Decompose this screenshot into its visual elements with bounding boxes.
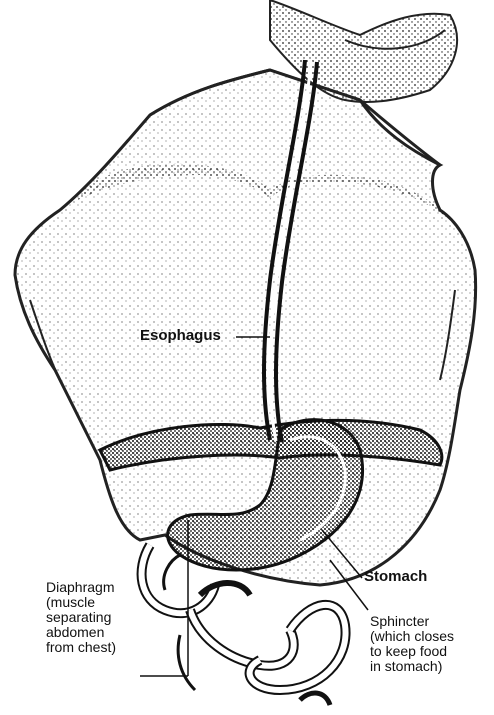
sphincter-label-line-1: Sphincter xyxy=(370,614,454,629)
diaphragm-label-line-2: (muscle xyxy=(46,595,116,610)
diaphragm-label-line-1: Diaphragm xyxy=(46,580,116,595)
diaphragm-label-line-4: abdomen xyxy=(46,625,116,640)
esophagus-label: Esophagus xyxy=(140,328,221,344)
sphincter-label-line-2: (which closes xyxy=(370,629,454,644)
stomach-label: Stomach xyxy=(364,569,427,585)
diaphragm-label: Diaphragm (muscle separating abdomen fro… xyxy=(46,580,116,656)
diaphragm-label-line-5: from chest) xyxy=(46,640,116,655)
sphincter-label-line-3: to keep food xyxy=(370,644,454,659)
torso-drawing xyxy=(15,70,476,585)
diaphragm-label-line-3: separating xyxy=(46,610,116,625)
sphincter-label: Sphincter (which closes to keep food in … xyxy=(370,614,454,674)
sphincter-label-line-4: in stomach) xyxy=(370,659,454,674)
